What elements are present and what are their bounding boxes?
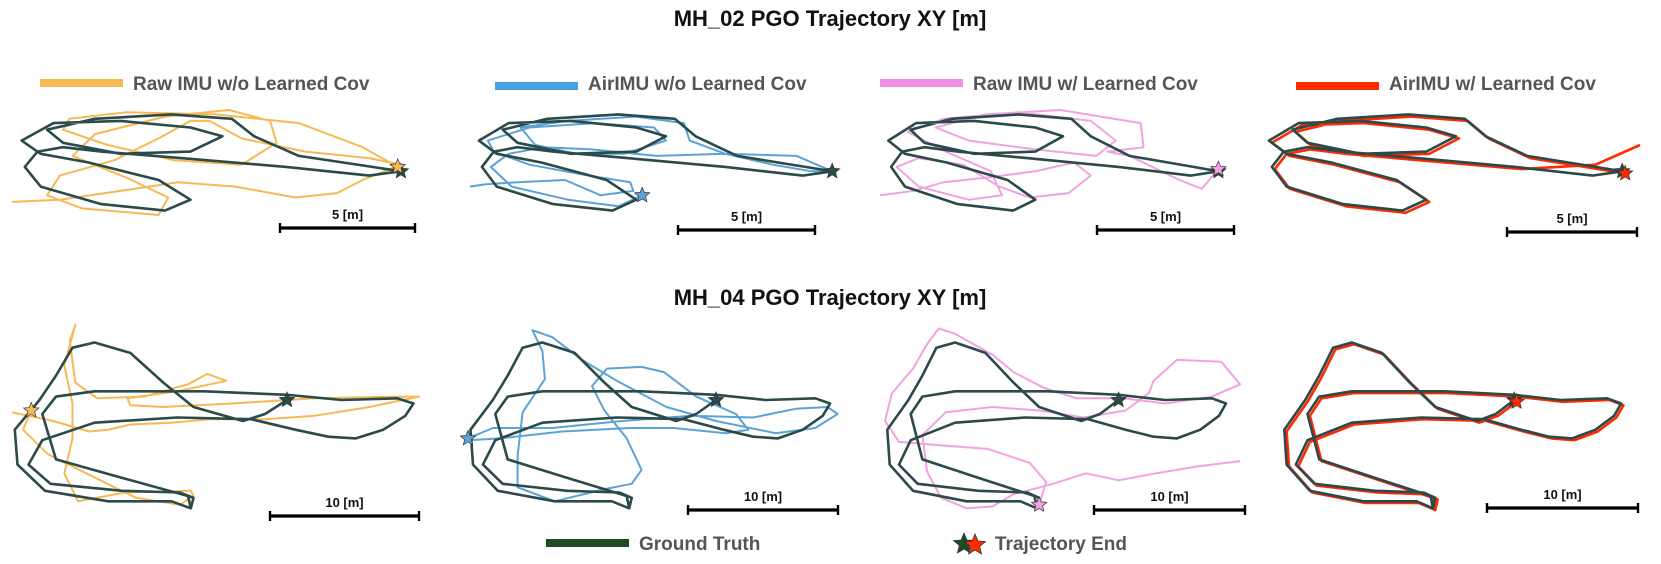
scale-bar-label: 10 [m] — [1150, 489, 1188, 504]
panel-mh_04-1: 10 [m] — [11, 324, 421, 521]
ground-truth-end-star — [823, 162, 841, 179]
panel-mh_02-2: 5 [m] — [469, 113, 841, 235]
panel-mh_02-4: 5 [m] — [1267, 113, 1641, 237]
ground-truth-end-star — [278, 391, 296, 408]
ground-truth-line — [886, 113, 1219, 212]
scale-bar-label: 5 [m] — [332, 207, 363, 222]
ground-truth-end-star — [707, 391, 725, 408]
estimate-end-star — [1508, 392, 1526, 410]
legend-label-trajectory-end: Trajectory End — [995, 534, 1127, 555]
estimate-end-star — [1209, 160, 1227, 177]
row2-title: MH_04 PGO Trajectory XY [m] — [674, 285, 987, 310]
panel-mh_02-1: 5 [m] — [11, 109, 417, 233]
estimate-line — [11, 109, 402, 216]
panel-mh_04-2: 10 [m] — [459, 329, 840, 515]
estimate-line — [467, 329, 839, 503]
legend-bottom: Ground Truth Trajectory End — [546, 531, 1127, 555]
row1-title: MH_02 PGO Trajectory XY [m] — [674, 6, 987, 31]
estimate-end-star — [1616, 164, 1634, 181]
ground-truth-line — [469, 341, 832, 510]
estimate-line — [1285, 342, 1625, 512]
panel-mh_04-4: 10 [m] — [1283, 341, 1640, 513]
estimate-end-star — [389, 157, 407, 175]
ground-truth-end-star — [1110, 391, 1128, 408]
legend-label-air-wo: AirIMU w/o Learned Cov — [588, 74, 807, 95]
legend-label-air-w: AirIMU w/ Learned Cov — [1389, 74, 1596, 95]
legend-star-trajectory-end — [963, 532, 987, 555]
legend-top: Raw IMU w/o Learned Cov AirIMU w/o Learn… — [40, 74, 1596, 95]
panel-mh_04-3: 10 [m] — [884, 327, 1247, 515]
ground-truth-line — [477, 113, 833, 212]
ground-truth-line — [1283, 341, 1623, 510]
estimate-end-star — [1030, 495, 1048, 512]
legend-label-ground-truth: Ground Truth — [639, 534, 760, 555]
estimate-line — [879, 109, 1220, 201]
estimate-line — [11, 324, 420, 506]
ground-truth-line — [885, 341, 1228, 510]
ground-truth-line — [20, 113, 402, 212]
scale-bar-label: 10 [m] — [744, 489, 782, 504]
estimate-line — [469, 115, 834, 208]
ground-truth-line — [1267, 113, 1623, 212]
legend-label-raw-wo: Raw IMU w/o Learned Cov — [133, 74, 370, 95]
legend-label-raw-w: Raw IMU w/ Learned Cov — [973, 74, 1198, 95]
ground-truth-line — [13, 341, 415, 510]
panels: 5 [m] 5 [m] 5 [m] 5 [m] 10 [m] 10 [m] 10 [m] 10… — [11, 109, 1641, 521]
scale-bar-label: 5 [m] — [1556, 211, 1587, 226]
scale-bar-label: 5 [m] — [731, 209, 762, 224]
estimate-end-star — [22, 401, 40, 418]
estimate-end-star — [459, 429, 477, 446]
scale-bar-label: 5 [m] — [1150, 209, 1181, 224]
scale-bar-label: 10 [m] — [325, 495, 363, 510]
scale-bar-label: 10 [m] — [1543, 487, 1581, 502]
panel-mh_02-3: 5 [m] — [879, 109, 1236, 235]
estimate-end-star — [633, 186, 651, 203]
